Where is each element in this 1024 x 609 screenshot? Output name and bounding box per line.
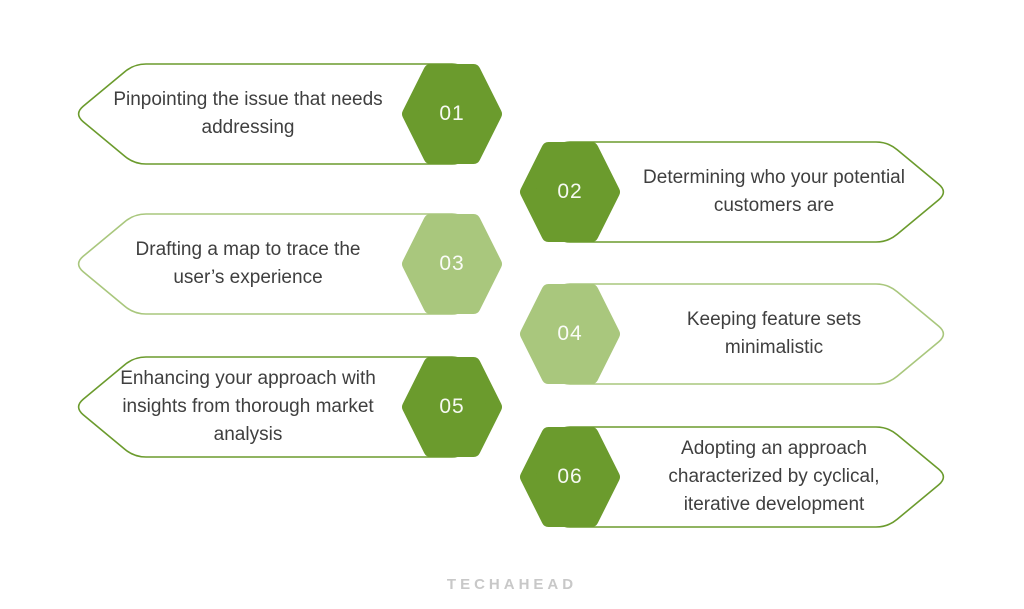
hexagon: [520, 284, 620, 384]
step-shape-04: [520, 283, 945, 385]
step-label: Determining who your potential customers…: [643, 167, 905, 216]
step-shape-02: [520, 141, 945, 243]
hexagon: [520, 427, 620, 527]
step-item-02: Determining who your potential customers…: [518, 140, 950, 244]
techahead-logo: TECHAHEAD: [446, 576, 578, 593]
hexagon: [402, 357, 502, 457]
step-number: 03: [439, 252, 465, 275]
step-label: Enhancing your approach with insights fr…: [120, 368, 376, 445]
step-number: 06: [557, 465, 583, 488]
step-label: Keeping feature sets minimalistic: [686, 309, 862, 358]
step-item-04: Keeping feature sets minimalistic 04: [518, 282, 950, 386]
step-item-06: Adopting an approach characterized by cy…: [518, 425, 950, 529]
step-number: 02: [557, 180, 583, 203]
step-number: 04: [557, 322, 583, 345]
step-shape-05: [77, 356, 502, 458]
step-item-05: Enhancing your approach with insights fr…: [72, 355, 504, 459]
step-shape-01: [77, 63, 502, 165]
step-shape-03: [77, 213, 502, 315]
step-item-03: Drafting a map to trace the user’s exper…: [72, 212, 504, 316]
hexagon: [402, 214, 502, 314]
hexagon: [402, 64, 502, 164]
step-number: 01: [439, 102, 465, 125]
step-shape-06: [520, 426, 945, 528]
step-number: 05: [439, 395, 465, 418]
step-label: Drafting a map to trace the user’s exper…: [135, 239, 361, 288]
hexagon: [520, 142, 620, 242]
step-item-01: Pinpointing the issue that needs address…: [72, 62, 504, 166]
step-label: Pinpointing the issue that needs address…: [113, 89, 383, 138]
step-label: Adopting an approach characterized by cy…: [668, 438, 880, 515]
